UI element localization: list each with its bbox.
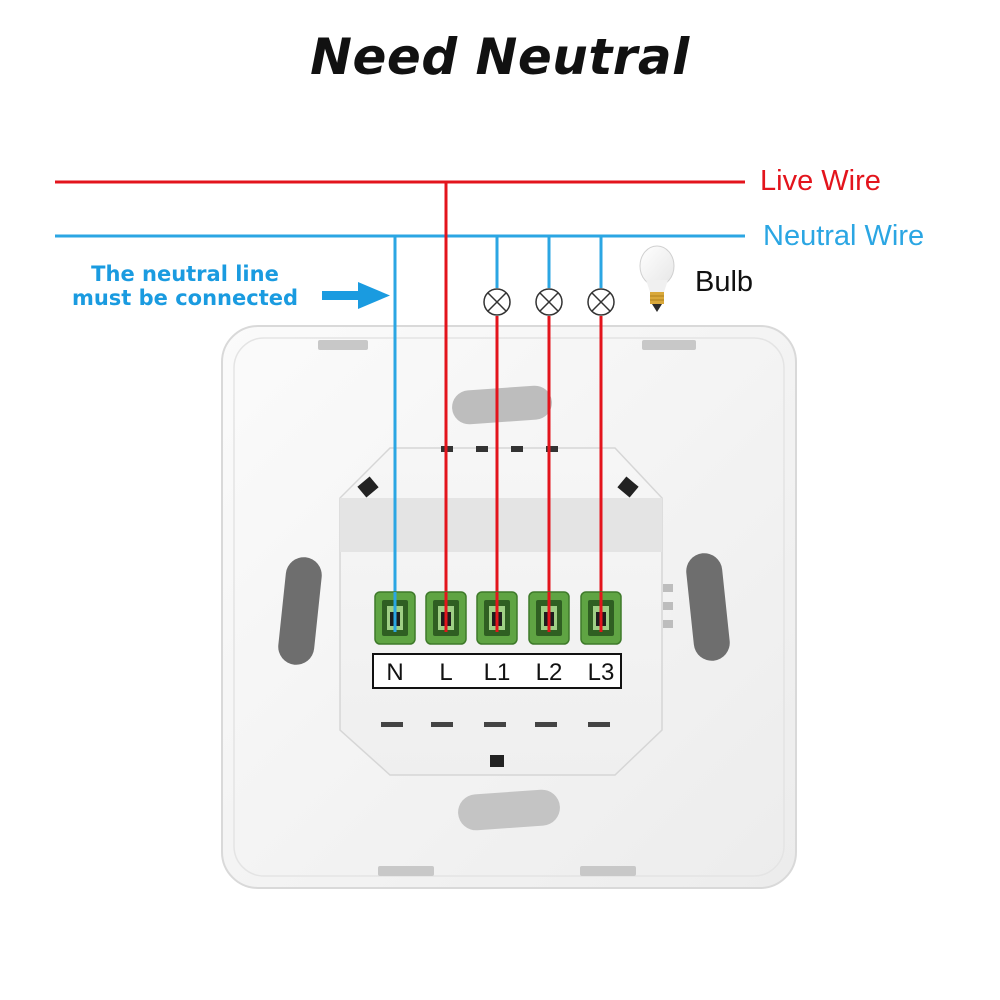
lamp-x-icon	[535, 288, 563, 316]
wires	[55, 180, 745, 630]
top-left-clip	[318, 340, 368, 350]
lamp-symbols	[483, 288, 615, 316]
bottom-left-clip	[378, 866, 434, 876]
terminal-label-l1: L1	[484, 659, 511, 686]
terminal-block	[374, 591, 416, 645]
right-latch	[617, 476, 639, 498]
terminal-blocks	[374, 591, 622, 645]
terminal-labels: N L L1 L2 L3	[386, 659, 614, 686]
bottom-right-clip	[580, 866, 636, 876]
terminal-block	[425, 591, 467, 645]
terminal-label-strip	[372, 653, 622, 689]
terminal-block	[528, 591, 570, 645]
terminal-block	[476, 591, 518, 645]
lamp-x-icon	[483, 288, 511, 316]
arrow-icon	[322, 282, 390, 309]
bulb-icon	[639, 245, 675, 312]
neutral-wire-label: Neutral Wire	[763, 220, 925, 252]
terminal-block	[580, 591, 622, 645]
left-mount-slot	[278, 557, 322, 665]
left-latch	[357, 476, 379, 498]
neutral-note-line-2: must be connected	[71, 286, 299, 310]
bulb-label: Bulb	[695, 266, 754, 298]
top-right-clip	[642, 340, 696, 350]
terminal-label-n: N	[386, 659, 403, 686]
terminal-label-l2: L2	[536, 659, 563, 686]
neutral-note-line-1: The neutral line	[91, 262, 279, 286]
terminal-label-l: L	[439, 659, 452, 686]
bottom-mount-slot	[458, 789, 560, 831]
page-title: Need Neutral	[310, 28, 690, 86]
lamp-x-icon	[587, 288, 615, 316]
neutral-note: The neutral line must be connected	[60, 262, 310, 310]
right-mount-slot	[686, 553, 730, 661]
terminal-label-l3: L3	[588, 659, 615, 686]
live-wire-label: Live Wire	[760, 165, 881, 197]
top-mount-slot	[452, 385, 552, 425]
